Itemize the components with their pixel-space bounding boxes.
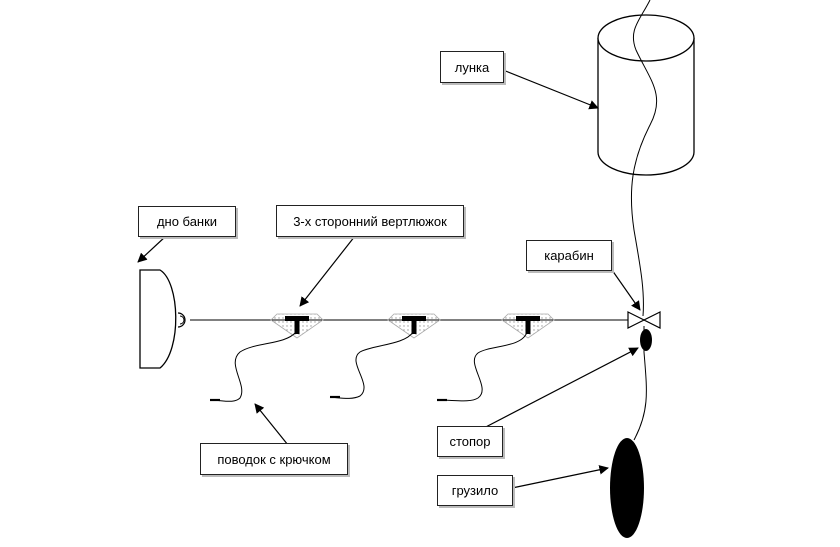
- sinker-shape: [610, 438, 644, 538]
- swivel-1: [270, 313, 324, 339]
- arrow-leader: [254, 403, 289, 446]
- label-leader-hook: поводок с крючком: [200, 443, 348, 475]
- can-bottom-shape: [139, 269, 186, 369]
- label-sinker: грузило: [437, 475, 513, 506]
- label-stopper: стопор: [437, 426, 503, 457]
- label-hole: лунка: [440, 51, 504, 83]
- arrow-swivel: [299, 235, 356, 307]
- arrow-hole: [502, 69, 599, 110]
- arrow-stopper: [479, 347, 639, 431]
- arrow-can-bottom: [137, 235, 167, 263]
- label-carabiner: карабин: [526, 240, 612, 271]
- stopper-shape: [640, 329, 652, 351]
- fishing-line-vertical: [630, 0, 658, 317]
- swivel-3: [501, 313, 555, 339]
- arrow-carabiner: [611, 269, 641, 311]
- leader-3: [436, 331, 528, 402]
- swivel-2: [387, 313, 441, 339]
- ice-hole-cylinder: [597, 14, 695, 176]
- label-can-bottom: дно банки: [138, 206, 236, 237]
- leader-1: [209, 331, 297, 402]
- line-to-sinker: [633, 326, 647, 441]
- leader-2: [329, 331, 414, 399]
- arrow-sinker: [511, 465, 609, 489]
- carabiner-shape: [627, 311, 661, 329]
- label-swivel: 3-х сторонний вертлюжок: [276, 205, 464, 237]
